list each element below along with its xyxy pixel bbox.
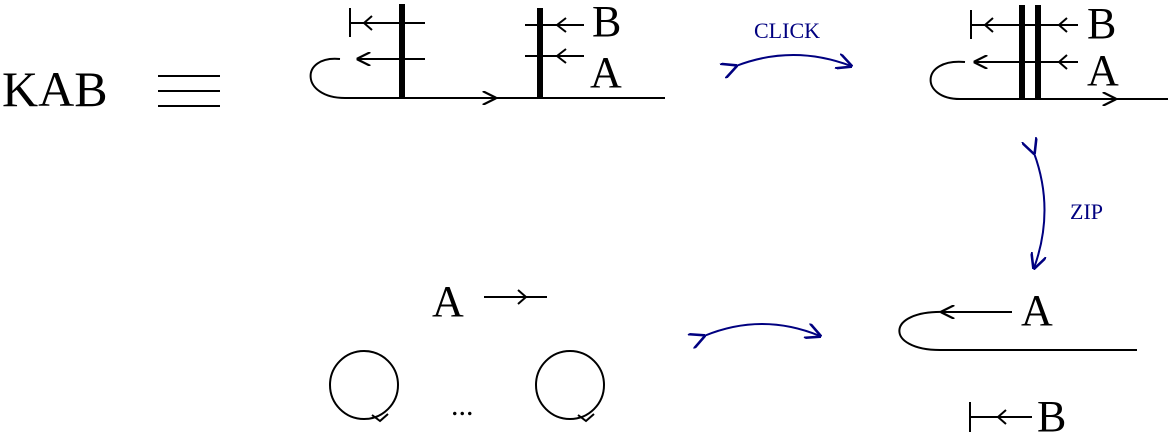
equivalence-symbol bbox=[158, 75, 220, 107]
equivalence-move-arrow bbox=[704, 323, 820, 336]
tangle-circles bbox=[329, 289, 605, 423]
tangle-left-first bbox=[309, 4, 665, 98]
kab-label: KAB bbox=[2, 61, 108, 117]
label-a-circles: A bbox=[432, 277, 464, 326]
zip-move-arrow bbox=[1034, 153, 1045, 268]
zip-label: ZIP bbox=[1070, 199, 1103, 224]
loop-circle bbox=[535, 350, 605, 420]
label-a-zipped: A bbox=[1021, 286, 1053, 335]
label-b-clicked: B bbox=[1087, 0, 1116, 48]
loop-circle bbox=[329, 350, 399, 420]
click-label: CLICK bbox=[754, 18, 820, 43]
tangle-clicked bbox=[929, 5, 1168, 99]
tangle-zipped bbox=[898, 312, 1137, 432]
label-a-first: A bbox=[590, 48, 622, 97]
label-b-first: B bbox=[592, 0, 621, 46]
ellipsis: ... bbox=[451, 389, 474, 422]
click-move-arrow bbox=[736, 55, 851, 66]
label-b-zipped: B bbox=[1037, 392, 1066, 436]
label-a-clicked: A bbox=[1087, 46, 1119, 95]
